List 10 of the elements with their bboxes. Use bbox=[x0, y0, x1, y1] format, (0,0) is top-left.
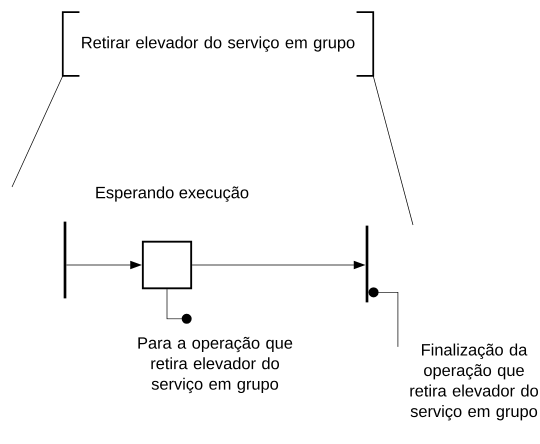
process-box bbox=[142, 240, 192, 290]
leader-line bbox=[166, 288, 192, 324]
zoom-line bbox=[372, 76, 414, 226]
junction-bar bbox=[64, 222, 66, 298]
zoom-line bbox=[12, 76, 64, 188]
note-text: Para a operação que retira elevador do serviço em grupo bbox=[138, 336, 292, 394]
leader-line bbox=[368, 287, 398, 348]
note-text: Finalização da operação que retira elevador do serviço em grupo bbox=[410, 344, 538, 420]
beside-label: Esperando execução bbox=[96, 186, 248, 202]
bracket-annotation: Retirar elevador do serviço em grupo bbox=[62, 11, 374, 77]
